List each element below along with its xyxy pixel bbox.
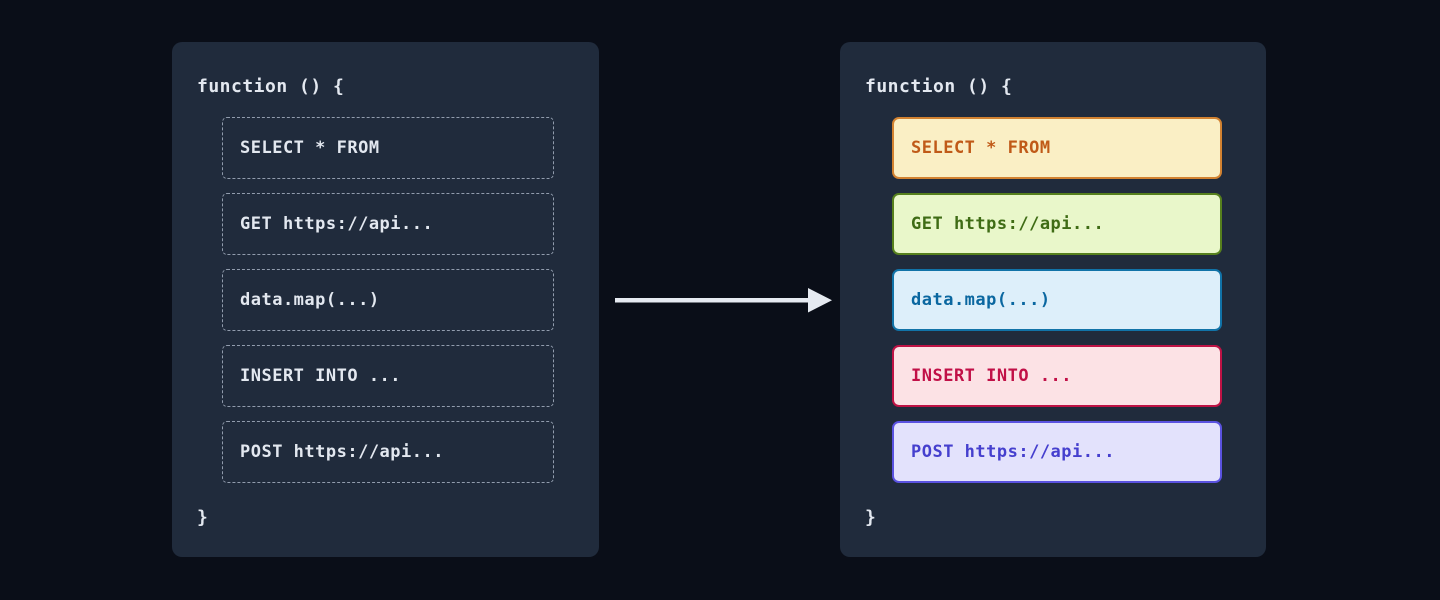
arrow-right-icon (615, 288, 832, 313)
code-box-label: SELECT * FROM (240, 138, 380, 158)
left-box-list: SELECT * FROM GET https://api... data.ma… (222, 117, 554, 483)
code-box-select-dashed: SELECT * FROM (222, 117, 554, 179)
code-box-label: INSERT INTO ... (240, 366, 402, 386)
function-close-line: } (197, 507, 209, 528)
function-close-line: } (865, 507, 877, 528)
code-box-get-dashed: GET https://api... (222, 193, 554, 255)
code-box-label: POST https://api... (240, 442, 444, 462)
function-open-line: function () { (197, 76, 345, 97)
code-box-get-colored: GET https://api... (892, 193, 1222, 255)
code-box-label: data.map(...) (240, 290, 380, 310)
code-box-label: data.map(...) (911, 290, 1051, 310)
right-box-list: SELECT * FROM GET https://api... data.ma… (892, 117, 1222, 483)
code-box-label: POST https://api... (911, 442, 1115, 462)
function-open-line: function () { (865, 76, 1013, 97)
code-box-label: SELECT * FROM (911, 138, 1051, 158)
code-box-label: INSERT INTO ... (911, 366, 1073, 386)
panel-after: function () { SELECT * FROM GET https://… (840, 42, 1266, 557)
code-box-insert-dashed: INSERT INTO ... (222, 345, 554, 407)
code-box-map-dashed: data.map(...) (222, 269, 554, 331)
code-box-label: GET https://api... (240, 214, 434, 234)
code-box-post-colored: POST https://api... (892, 421, 1222, 483)
code-box-map-colored: data.map(...) (892, 269, 1222, 331)
code-box-label: GET https://api... (911, 214, 1105, 234)
code-box-post-dashed: POST https://api... (222, 421, 554, 483)
code-box-insert-colored: INSERT INTO ... (892, 345, 1222, 407)
panel-before: function () { SELECT * FROM GET https://… (172, 42, 599, 557)
code-box-select-colored: SELECT * FROM (892, 117, 1222, 179)
